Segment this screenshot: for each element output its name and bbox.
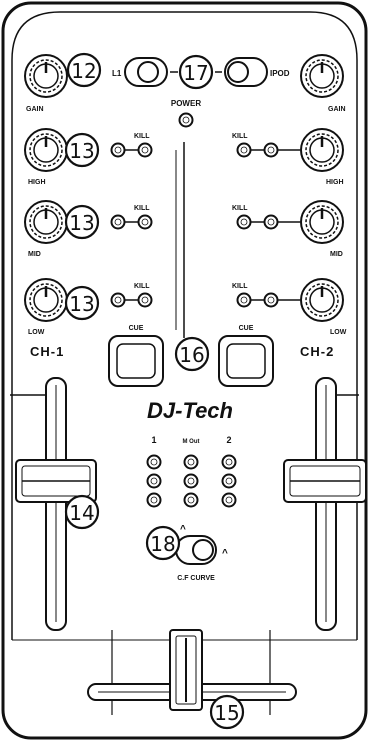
label-kill-low-ch1: KILL [134,283,150,290]
gain-knob-ch2[interactable] [299,53,345,99]
cf-curve-mark-1: ^ [180,524,186,535]
label-cue-ch1: CUE [129,325,144,332]
callout-17-text: 17 [183,61,208,85]
label-kill-low-ch2: KILL [232,283,248,290]
kill-mid-ch2[interactable] [236,214,301,230]
label-cue-ch2: CUE [239,325,254,332]
label-low-ch1: LOW [28,329,45,336]
callout-15-text: 15 [214,701,239,725]
label-meter-ch1: 1 [151,435,156,445]
callout-18-text: 18 [150,532,175,556]
kill-low-ch1[interactable] [110,292,153,308]
top-panel-outline [11,11,358,640]
channel-fader-ch2[interactable] [283,377,367,631]
level-meter [146,454,237,508]
label-kill-high-ch2: KILL [232,133,248,140]
high-knob-ch2[interactable] [299,127,345,173]
label-ch1: CH-1 [30,344,64,359]
label-kill-mid-ch2: KILL [232,205,248,212]
label-meter-mout: M Out [183,439,200,445]
label-cf-curve: C.F CURVE [177,575,215,582]
channel-fader-ch1[interactable] [10,377,97,631]
label-ch2: CH-2 [300,344,334,359]
kill-high-ch1[interactable] [110,142,153,158]
label-power: POWER [171,99,201,108]
mid-knob-ch2[interactable] [299,199,345,245]
cue-button-ch2[interactable] [218,335,274,387]
label-mid-ch1: MID [28,251,41,258]
label-kill-mid-ch1: KILL [134,205,150,212]
label-gain-ch2: GAIN [328,106,346,113]
label-kill-high-ch1: KILL [134,133,150,140]
gain-knob-ch1[interactable] [23,53,69,99]
power-led [178,112,194,128]
crossfader[interactable] [87,629,297,715]
cf-curve-switch[interactable] [175,535,217,565]
low-knob-ch2[interactable] [299,277,345,323]
kill-low-ch2[interactable] [236,292,301,308]
label-meter-ch2: 2 [226,435,231,445]
high-knob-ch1[interactable] [23,127,69,173]
kill-mid-ch1[interactable] [110,214,153,230]
input-switch-right[interactable] [224,57,268,87]
callout-16-text: 16 [179,343,204,367]
callout-14-text: 14 [69,501,94,525]
callout-13b-text: 13 [69,211,94,235]
kill-high-ch2[interactable] [236,142,301,158]
label-ipod: IPOD [270,69,290,78]
callout-13c-text: 13 [69,292,94,316]
mid-knob-ch1[interactable] [23,199,69,245]
low-knob-ch1[interactable] [23,277,69,323]
cue-button-ch1[interactable] [108,335,164,387]
label-low-ch2: LOW [330,329,347,336]
brand-logo: DJ-Tech [147,398,233,423]
callout-12-text: 12 [71,59,96,83]
label-high-ch2: HIGH [326,179,344,186]
label-l1: L1 [112,69,122,78]
label-high-ch1: HIGH [28,179,46,186]
input-switch-left[interactable] [124,57,168,87]
label-mid-ch2: MID [330,251,343,258]
label-gain-ch1: GAIN [26,106,44,113]
callout-13a-text: 13 [69,139,94,163]
cf-curve-mark-2: ^ [222,548,228,559]
